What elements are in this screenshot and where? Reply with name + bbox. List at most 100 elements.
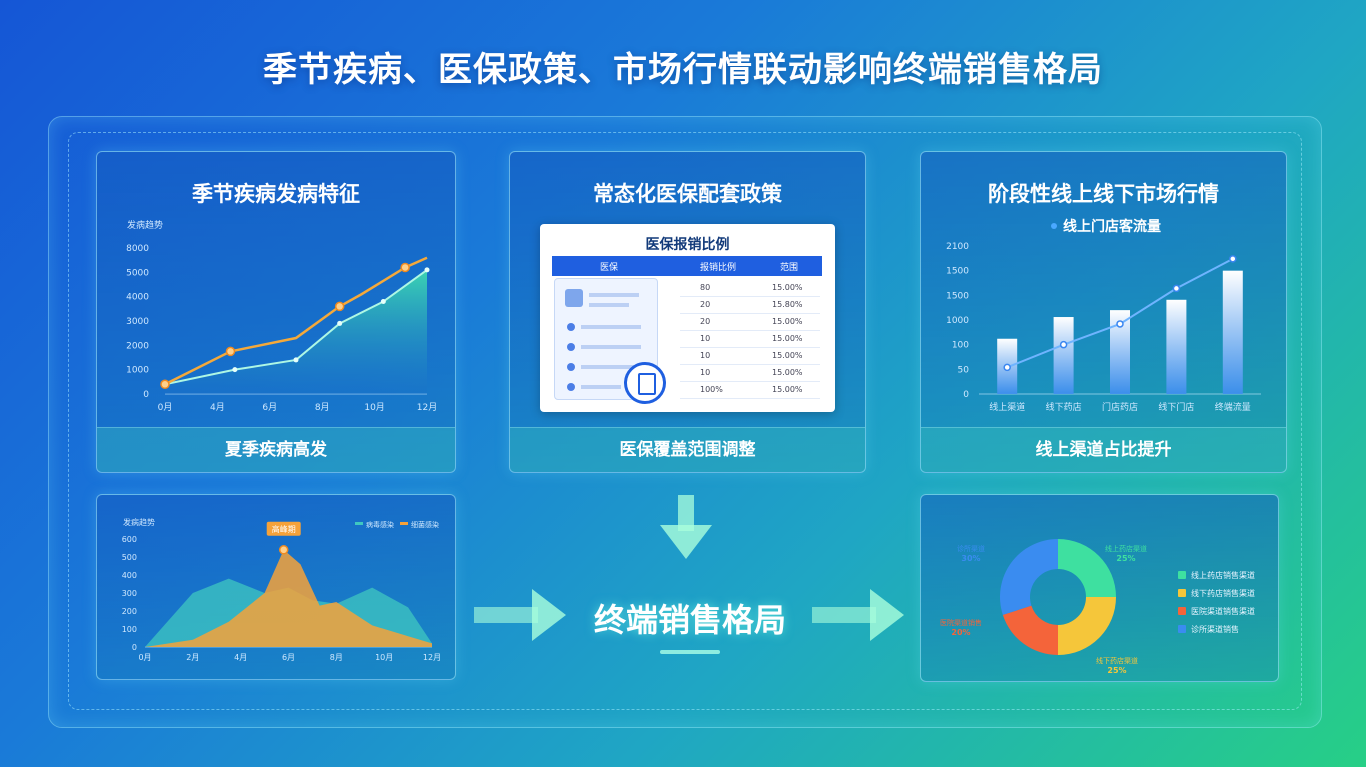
legend-swatch [1178, 571, 1186, 579]
legend-label: 细菌感染 [411, 520, 439, 529]
doc-bullet [567, 363, 575, 371]
series-area [145, 549, 432, 647]
x-tick-label: 12月 [417, 402, 437, 413]
shield-icon [565, 289, 583, 307]
table-cell: 10 [700, 368, 711, 377]
inner-frame [68, 132, 1302, 710]
card-title: 阶段性线上线下市场行情 [988, 182, 1219, 206]
pie-slice [1058, 539, 1116, 597]
table-cell: 20 [700, 300, 711, 309]
pie-slice [1058, 597, 1116, 655]
legend-label: 医院渠道销售渠道 [1191, 606, 1255, 616]
center-label: 终端销售格局 [593, 601, 786, 639]
y-tick-label: 0 [132, 643, 137, 652]
y-tick-label: 1000 [126, 366, 149, 376]
table-cell: 100% [700, 385, 723, 394]
icon-inner [638, 373, 656, 395]
header-col-1: 医保 [600, 263, 619, 273]
y-tick-label: 100 [122, 625, 137, 634]
table-row: 80 15.00% [680, 280, 820, 297]
x-tick-label: 线上渠道 [989, 401, 1025, 413]
table-row: 10 15.00% [680, 348, 820, 365]
y-tick-label: 300 [122, 589, 137, 598]
doc-line [589, 303, 629, 307]
legend-swatch [400, 522, 408, 525]
document-check-icon [624, 362, 666, 404]
bar [1053, 317, 1074, 394]
right-arrow-right-icon [812, 589, 904, 641]
x-tick-label: 10月 [375, 653, 393, 662]
y-tick-label: 1500 [946, 267, 969, 277]
y-tick-label: 50 [958, 365, 970, 375]
y-tick-label: 8000 [126, 244, 149, 254]
y-tick-label: 1000 [946, 316, 969, 326]
header-col-3: 范围 [780, 263, 799, 273]
x-tick-label: 12月 [423, 653, 441, 662]
y-tick-label: 2000 [126, 341, 149, 351]
card-footer: 夏季疾病高发 [97, 427, 455, 472]
table-cell: 80 [700, 283, 711, 292]
table-row: 100%15.00% [680, 382, 820, 399]
slice-label: 线下药店渠道 [1096, 656, 1138, 665]
peak-point [278, 545, 289, 555]
legend-text: 发病趋势 [127, 219, 163, 231]
table-cell: 20 [700, 317, 711, 326]
slice-value: 25% [1107, 666, 1126, 675]
doc-bullet [567, 383, 575, 391]
policy-table-header: 医保 报销比例 范围 [552, 256, 822, 276]
right-arrow-left-icon [474, 589, 566, 641]
slice-value: 30% [961, 554, 980, 563]
legend-label: 线下药店销售渠道 [1191, 588, 1255, 598]
x-tick-label: 线下门店 [1158, 401, 1194, 413]
table-cell: 15.00% [772, 317, 803, 326]
x-tick-label: 线下药店 [1046, 401, 1082, 413]
bar [1110, 310, 1130, 394]
y-tick-label: 200 [122, 607, 137, 616]
table-row: 10 15.00% [680, 365, 820, 382]
slice-label: 线上药店渠道 [1105, 544, 1147, 553]
y-tick-label: 4000 [126, 293, 149, 303]
card-footer: 医保覆盖范围调整 [510, 427, 865, 472]
header-col-2: 报销比例 [700, 263, 737, 273]
chart-title: 发病趋势 [123, 517, 155, 527]
x-tick-label: 0月 [138, 653, 151, 662]
doc-bullet [567, 323, 575, 331]
table-cell: 15.80% [772, 300, 803, 309]
doc-line [589, 293, 639, 297]
doc-line [581, 385, 621, 389]
series-point [334, 301, 345, 312]
x-tick-label: 8月 [315, 402, 330, 413]
pie-slice [1000, 539, 1058, 615]
series-area [165, 269, 427, 394]
trend-point [1116, 320, 1124, 328]
card-title: 季节疾病发病特征 [192, 182, 360, 206]
trend-point [1172, 284, 1181, 293]
legend-dot [1051, 223, 1057, 229]
table-cell: 15.00% [772, 283, 803, 292]
slice-value: 20% [951, 628, 970, 637]
table-cell: 15.00% [772, 334, 803, 343]
bar [1166, 299, 1187, 394]
y-tick-label: 0 [963, 390, 969, 400]
y-tick-label: 500 [122, 553, 137, 562]
y-tick-label: 100 [952, 341, 969, 351]
x-tick-label: 10月 [364, 402, 384, 413]
page-title: 季节疾病、医保政策、市场行情联动影响终端销售格局 [263, 50, 1103, 90]
table-cell: 10 [700, 351, 711, 360]
y-tick-label: 400 [122, 571, 137, 580]
y-tick-label: 1500 [946, 291, 969, 301]
table-cell: 15.00% [772, 368, 803, 377]
table-cell: 15.00% [772, 351, 803, 360]
trend-point [1229, 255, 1237, 263]
doc-line [581, 345, 641, 349]
x-tick-label: 2月 [186, 653, 199, 662]
legend-swatch [1178, 607, 1186, 615]
legend-swatch [355, 522, 363, 525]
doc-line [581, 365, 641, 369]
slice-label: 医院渠道销售 [940, 618, 982, 627]
legend-text: 线上门店客流量 [1063, 218, 1161, 235]
